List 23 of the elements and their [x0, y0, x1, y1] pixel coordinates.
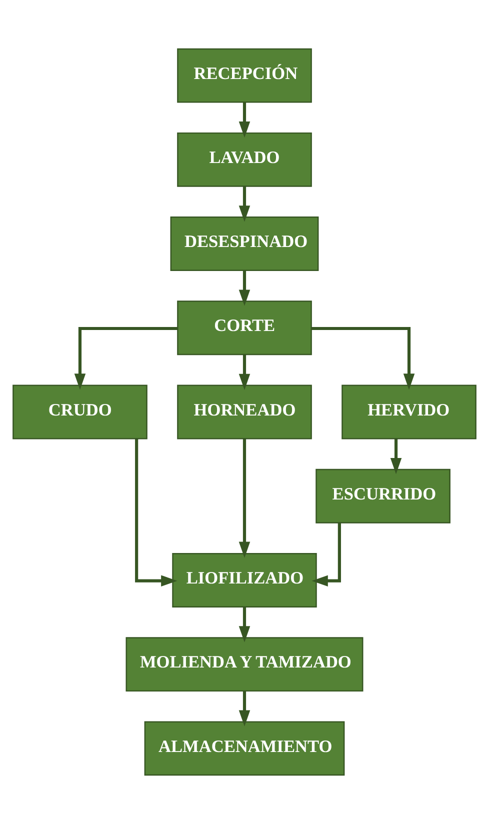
node-box: LIOFILIZADO	[172, 552, 317, 607]
arrow	[238, 354, 250, 390]
node-box: CRUDO	[12, 384, 148, 439]
arrow	[238, 102, 250, 138]
node-box: CORTE	[177, 300, 312, 355]
arrow	[74, 326, 178, 390]
arrow	[238, 690, 250, 726]
node-box: MOLIENDA Y TAMIZADO	[126, 636, 364, 692]
arrow	[238, 606, 250, 642]
arrow	[312, 522, 341, 586]
arrow	[135, 438, 178, 586]
arrow	[311, 326, 415, 390]
arrow	[238, 438, 250, 558]
node-box: DESESPINADO	[170, 216, 319, 270]
node-box: HERVIDO	[342, 384, 476, 439]
node-box: HORNEADO	[177, 384, 312, 439]
node-box: RECEPCIÓN	[177, 48, 312, 102]
node-box: LAVADO	[177, 132, 312, 186]
node-box: ALMACENAMIENTO	[144, 720, 345, 776]
arrow	[238, 186, 250, 222]
arrow	[390, 438, 402, 474]
arrow	[238, 270, 250, 306]
node-box: ESCURRIDO	[316, 468, 450, 523]
